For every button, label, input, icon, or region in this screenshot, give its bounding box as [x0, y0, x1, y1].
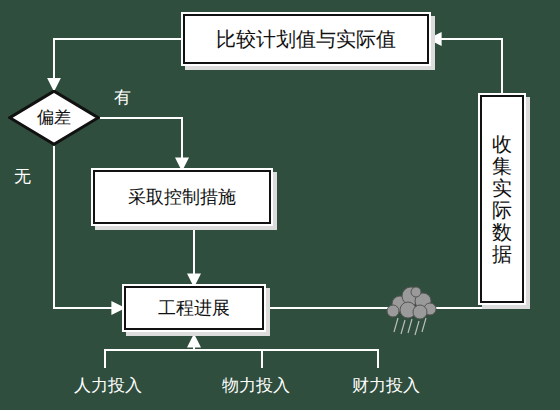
- node-text: 比较计划值与实际值: [216, 26, 396, 53]
- node-text: 采取控制措施: [128, 185, 236, 209]
- flow-connector: [264, 303, 502, 308]
- flow-connector: [193, 224, 195, 286]
- edge-label: 有: [112, 86, 133, 109]
- flow-connector: [100, 118, 182, 170]
- input-bracket: [105, 335, 378, 368]
- process-box: 采取控制措施: [93, 170, 271, 224]
- flow-connector: [54, 39, 183, 90]
- progress-box: 工程进展: [124, 286, 264, 330]
- node-text: 工程进展: [158, 296, 230, 320]
- input-label: 财力投入: [350, 374, 422, 397]
- node-text: 收集实际数据: [492, 133, 512, 265]
- input-label: 人力投入: [72, 374, 144, 397]
- compare-box: 比较计划值与实际值: [183, 14, 429, 64]
- edge-label: 无: [12, 165, 33, 188]
- node-text: 偏差: [37, 106, 71, 129]
- input-label: 物力投入: [220, 374, 292, 397]
- flow-connector: [429, 39, 502, 95]
- storm-cloud: [387, 287, 436, 335]
- collect-box: 收集实际数据: [480, 95, 524, 303]
- decision-diamond: 偏差: [8, 90, 100, 145]
